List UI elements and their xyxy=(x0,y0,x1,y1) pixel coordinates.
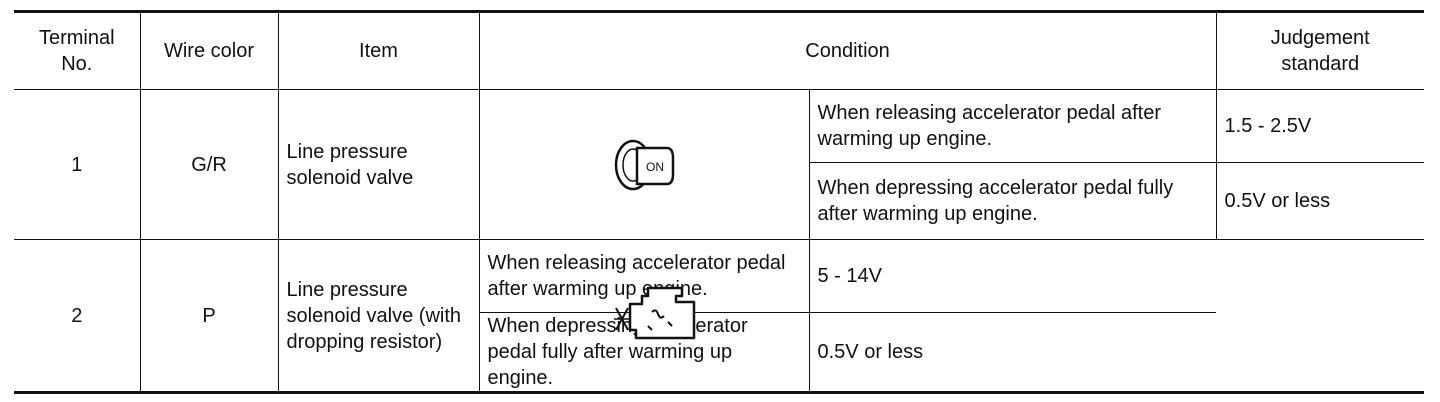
key-on-label: ON xyxy=(646,160,664,174)
header-row: Terminal No. Wire color Item Condition J… xyxy=(14,11,1425,90)
item-name: Line pressure solenoid valve (with dropp… xyxy=(277,239,480,393)
judgement-value: 0.5V or less xyxy=(808,312,1217,393)
wire-color: P xyxy=(139,239,279,393)
table-row: 1 G/R Line pressure solenoid valve ON Wh… xyxy=(14,89,1425,240)
header-wire-color: Wire color xyxy=(139,11,279,90)
condition-text: When releasing accelerator pedal after w… xyxy=(808,89,1217,163)
terminal-number: 2 xyxy=(14,239,141,393)
judgement-value: 5 - 14V xyxy=(808,239,1217,313)
header-item: Item xyxy=(277,11,480,90)
ignition-key-on-icon: ON xyxy=(614,139,675,190)
condition-text: When depressing accelerator pedal fully … xyxy=(809,162,1217,240)
header-judgement: Judgement standard xyxy=(1215,11,1425,90)
header-terminal: Terminal No. xyxy=(14,11,141,90)
terminal-spec-table: Terminal No. Wire color Item Condition J… xyxy=(14,10,1425,394)
condition-icon-cell: ON xyxy=(478,89,810,240)
judgement-value: 1.5 - 2.5V xyxy=(1215,89,1425,163)
judgement-value: 0.5V or less xyxy=(1215,162,1425,240)
item-name: Line pressure solenoid valve xyxy=(277,89,480,240)
table-row: 2 P Line pressure solenoid valve (with d… xyxy=(14,239,1424,393)
terminal-number: 1 xyxy=(14,89,141,240)
engine-running-icon xyxy=(614,286,696,340)
wire-color: G/R xyxy=(139,89,279,240)
header-condition: Condition xyxy=(478,11,1217,90)
table-row: When depressing accelerator pedal fully … xyxy=(14,162,1425,240)
